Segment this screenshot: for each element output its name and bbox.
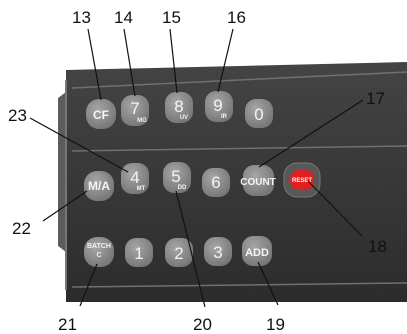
cf-button[interactable]: CF <box>86 99 116 129</box>
callout-17: 17 <box>366 89 385 108</box>
key-7-mg[interactable]: 7 MG <box>121 95 149 126</box>
key-8-label: 8 <box>174 97 183 116</box>
callout-16: 16 <box>227 8 246 27</box>
add-button[interactable]: ADD <box>242 236 272 266</box>
reset-button[interactable]: RESET <box>283 162 321 198</box>
key-7-label: 7 <box>130 99 139 118</box>
callout-23: 23 <box>8 106 27 125</box>
leader-18 <box>307 180 363 237</box>
key-1[interactable]: 1 <box>125 238 153 267</box>
key-9-ir[interactable]: 9 IR <box>205 91 233 122</box>
key-2-label: 2 <box>174 244 183 263</box>
key-9-label: 9 <box>213 96 222 115</box>
divider-middle <box>71 145 407 152</box>
keypad-panel <box>66 62 407 302</box>
key-3[interactable]: 3 <box>204 237 232 266</box>
callout-13: 13 <box>72 8 91 27</box>
leader-19 <box>257 261 279 306</box>
callout-21: 21 <box>58 315 77 334</box>
ma-button[interactable]: M/A <box>84 171 114 201</box>
leader-15 <box>169 28 178 94</box>
add-label: ADD <box>245 247 269 259</box>
callout-22: 22 <box>12 219 31 238</box>
key-1-label: 1 <box>134 244 143 263</box>
leader-22 <box>42 190 88 222</box>
batch-c-label: C <box>96 252 101 259</box>
key-2[interactable]: 2 <box>165 238 193 267</box>
divider-top <box>71 71 407 89</box>
key-8-sublabel: UV <box>180 115 188 121</box>
callout-20: 20 <box>193 315 212 334</box>
reset-label: RESET <box>292 178 312 184</box>
key-6[interactable]: 6 <box>202 168 230 197</box>
leader-13 <box>87 28 102 101</box>
key-5-sublabel: DD <box>178 185 187 191</box>
callout-19: 19 <box>266 315 285 334</box>
callout-18: 18 <box>368 237 387 256</box>
leader-17 <box>258 99 364 168</box>
key-6-label: 6 <box>211 173 220 192</box>
batch-c-button[interactable]: BATCH C <box>84 237 114 267</box>
key-5-label: 5 <box>171 167 180 186</box>
key-4-label: 4 <box>130 168 139 187</box>
key-8-uv[interactable]: 8 UV <box>165 92 193 123</box>
leader-23 <box>29 117 129 173</box>
leader-16 <box>217 28 234 93</box>
leader-21 <box>79 263 98 307</box>
key-0-label: 0 <box>254 105 263 124</box>
panel-left-bezel <box>58 92 66 252</box>
key-7-sublabel: MG <box>137 118 147 124</box>
count-button[interactable]: COUNT <box>240 165 276 196</box>
key-4-sublabel: MT <box>137 186 146 192</box>
key-4-mt[interactable]: 4 MT <box>121 163 149 194</box>
callout-14: 14 <box>114 8 133 27</box>
key-9-sublabel: IR <box>221 114 228 120</box>
ma-label: M/A <box>88 179 110 193</box>
batch-label: BATCH <box>87 243 111 250</box>
key-3-label: 3 <box>213 243 222 262</box>
leader-20 <box>175 190 206 308</box>
callout-15: 15 <box>162 8 181 27</box>
divider-bottom <box>71 282 407 288</box>
leader-14 <box>123 28 136 97</box>
cf-label: CF <box>93 108 109 122</box>
key-5-dd[interactable]: 5 DD <box>163 162 191 193</box>
key-0[interactable]: 0 <box>245 99 273 128</box>
count-label: COUNT <box>240 177 276 188</box>
